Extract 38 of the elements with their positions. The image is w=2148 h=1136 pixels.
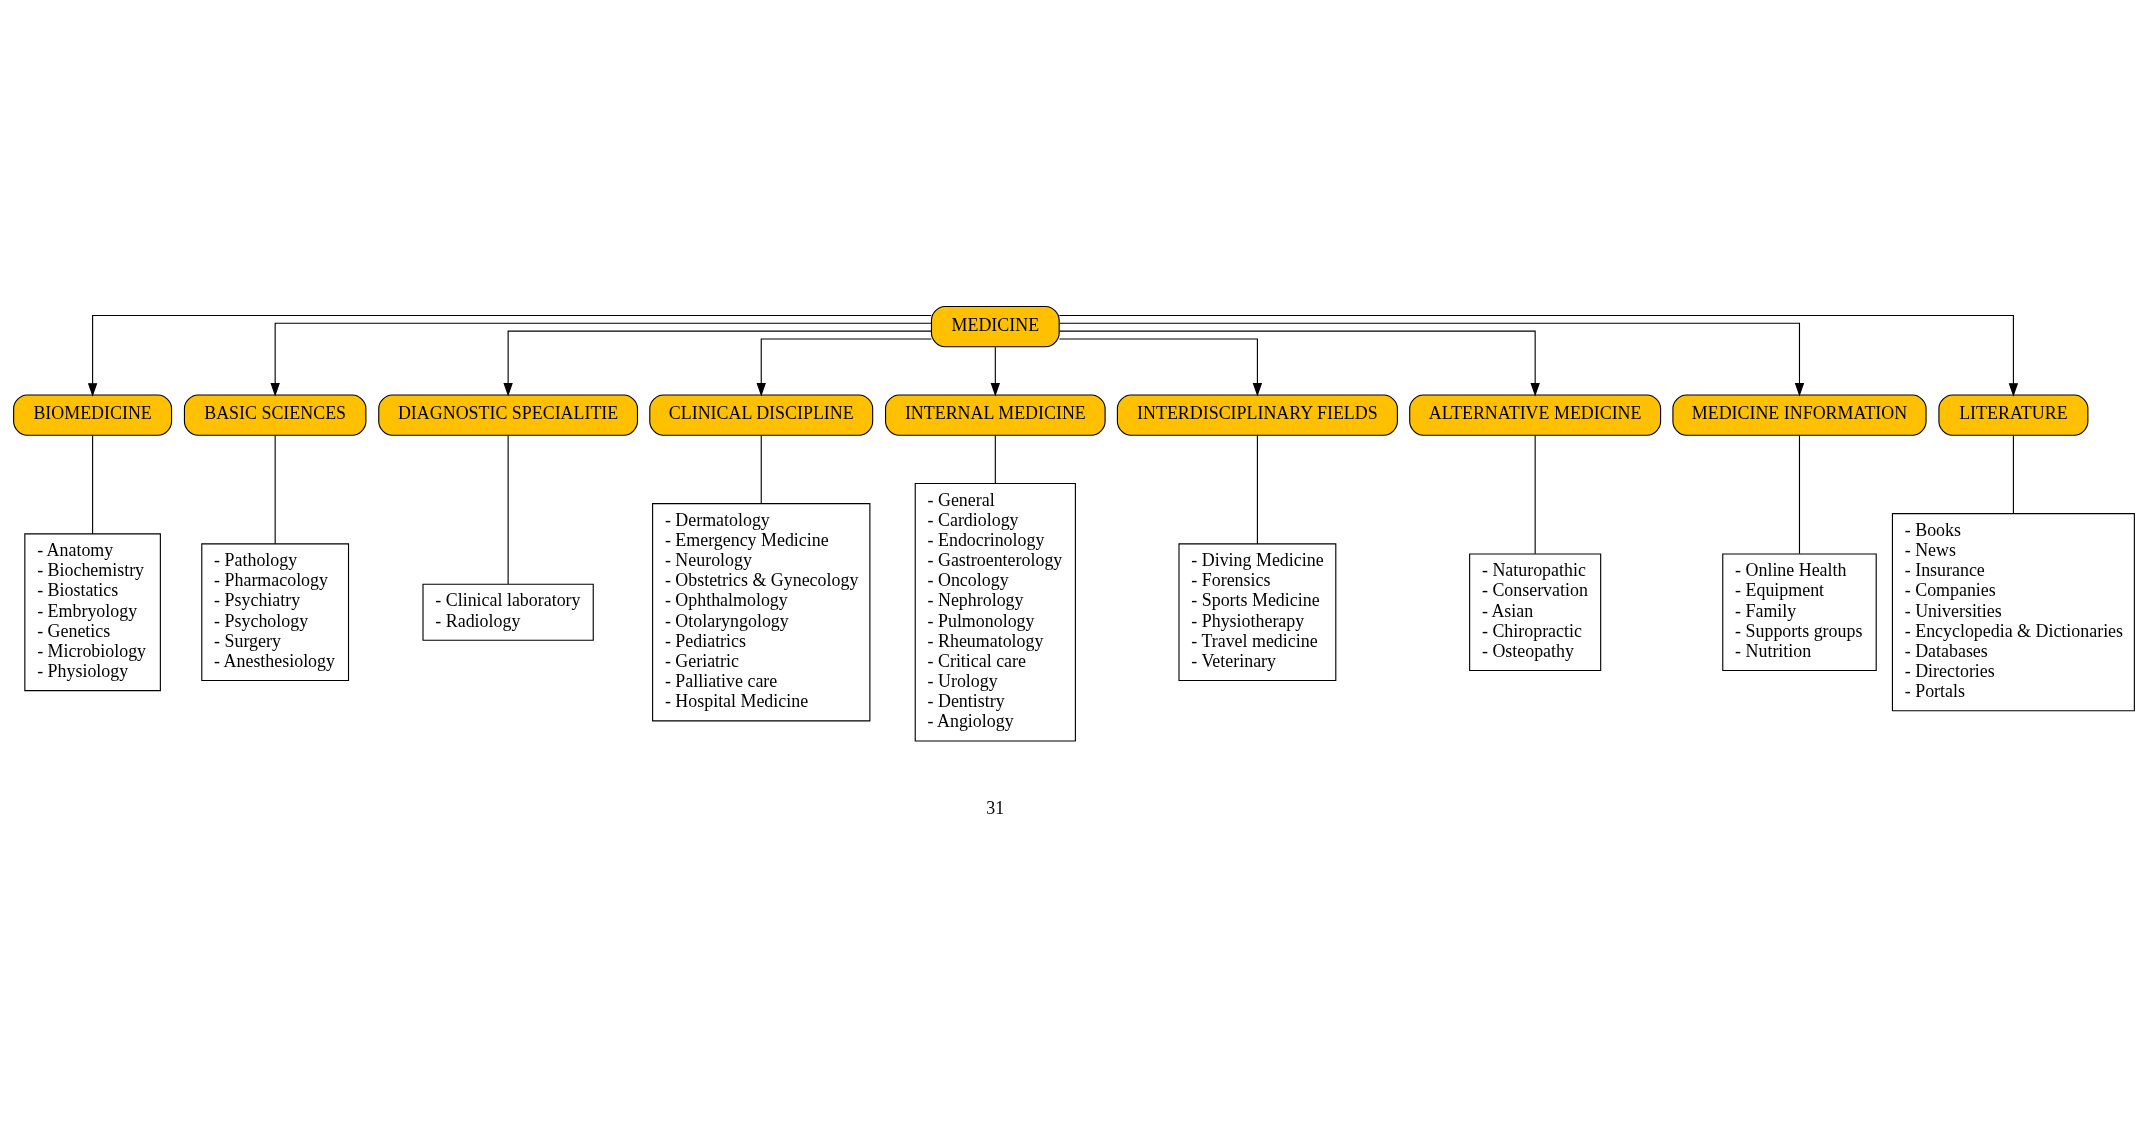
arrow: [270, 322, 932, 397]
arrow: [1058, 330, 1540, 397]
connector: [2012, 434, 2014, 515]
arrow: [1058, 314, 2019, 397]
connector: [760, 434, 762, 504]
connector: [1534, 434, 1536, 555]
node-box: - General - Cardiology - Endocrinology - Gastroenterology - Oncology - Nephrology - Pulmonology - Rheumatology - Critical care - Urology - Dentistry - Angiology: [914, 482, 1076, 742]
node-box: CLINICAL DISCIPLINE: [649, 394, 874, 436]
connector: [1256, 434, 1258, 545]
connector: [274, 434, 276, 545]
arrow: [990, 346, 1001, 397]
arrow: [503, 330, 932, 397]
connector: [507, 434, 509, 585]
connector: [1798, 434, 1801, 555]
connector: [994, 434, 996, 484]
label: 31: [986, 797, 1005, 818]
node-box: - Diving Medicine - Forensics - Sports Medicine - Physiotherapy - Travel medicine - Veterinary: [1178, 543, 1337, 682]
node-box: - Anatomy - Biochemistry - Biostatics - Embryology - Genetics - Microbiology - Physiology: [24, 533, 161, 692]
node-box: BASIC SCIENCES: [183, 394, 367, 436]
arrow: [1058, 338, 1263, 397]
node-box: DIAGNOSTIC SPECIALITIE: [378, 394, 639, 436]
arrow: [1058, 322, 1805, 397]
node-box: LITERATURE: [1938, 394, 2089, 436]
node-box: INTERDISCIPLINARY FIELDS: [1116, 394, 1398, 436]
node-box: - Books - News - Insurance - Companies - Universities - Encyclopedia & Dictionaries - Databases - Directories - Portals: [1891, 513, 2135, 712]
arrow: [87, 314, 932, 397]
node-box: - Dermatology - Emergency Medicine - Neurology - Obstetrics & Gynecology - Ophthalmology - Otolaryngology - Pediatrics - Geriatric - Palliative care - Hospital Medicine: [652, 503, 871, 722]
node-box: - Clinical laboratory - Radiology: [422, 583, 594, 641]
arrow: [756, 338, 932, 397]
node-box: INTERNAL MEDICINE: [885, 394, 1106, 436]
connector: [92, 434, 94, 535]
node-box: MEDICINE: [930, 305, 1060, 348]
node-box: ALTERNATIVE MEDICINE: [1409, 394, 1662, 436]
node-box: BIOMEDICINE: [13, 394, 173, 436]
node-box: MEDICINE INFORMATION: [1672, 394, 1927, 436]
node-box: - Online Health - Equipment - Family - Supports groups - Nutrition: [1722, 553, 1877, 672]
node-box: - Naturopathic - Conservation - Asian - Chiropractic - Osteopathy: [1469, 553, 1602, 672]
node-box: - Pathology - Pharmacology - Psychiatry - Psychology - Surgery - Anesthesiology: [201, 543, 350, 682]
